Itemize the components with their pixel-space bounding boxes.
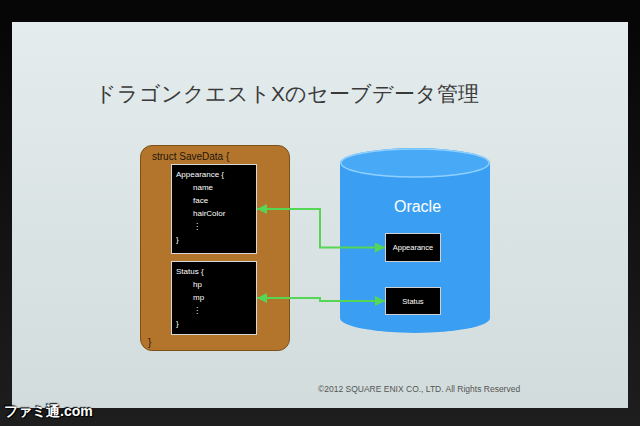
database-cylinder: OracleAppearanceStatus [340, 148, 495, 333]
cylinder-top [341, 149, 489, 177]
code-text: face [193, 194, 208, 207]
code-text: hairColor [193, 207, 225, 220]
slide-title: ドラゴンクエストXのセーブデータ管理 [95, 80, 479, 108]
code-text: mp [193, 291, 204, 304]
code-text: } [176, 317, 179, 330]
copyright-note: ©2012 SQUARE ENIX CO., LTD. All Rights R… [318, 384, 520, 394]
code-text: ⋮ [193, 220, 201, 233]
projector-screen [12, 22, 628, 408]
table-box: Status [385, 287, 441, 315]
sync-arrow [257, 209, 385, 248]
code-text: ⋮ [193, 304, 201, 317]
code-block: Status {hpmp⋮} [171, 261, 257, 335]
code-text: } [176, 233, 179, 246]
database-name: Oracle [340, 198, 495, 216]
table-box: Appearance [385, 233, 441, 262]
closing-brace: } [148, 337, 151, 348]
struct-heading: struct SaveData { [152, 151, 229, 162]
code-text: Appearance { [176, 168, 224, 181]
watermark: ファミ通.com [4, 403, 93, 421]
sync-arrow [257, 298, 385, 301]
code-text: Status [402, 297, 423, 306]
cylinder-body [340, 148, 490, 333]
code-text: Appearance [393, 243, 433, 252]
code-text: name [193, 181, 213, 194]
code-text: Status { [176, 265, 204, 278]
code-block: Appearance {namefacehairColor⋮} [171, 164, 257, 254]
code-text: hp [193, 278, 202, 291]
struct-box: struct SaveData {}Appearance {namefaceha… [140, 145, 290, 351]
